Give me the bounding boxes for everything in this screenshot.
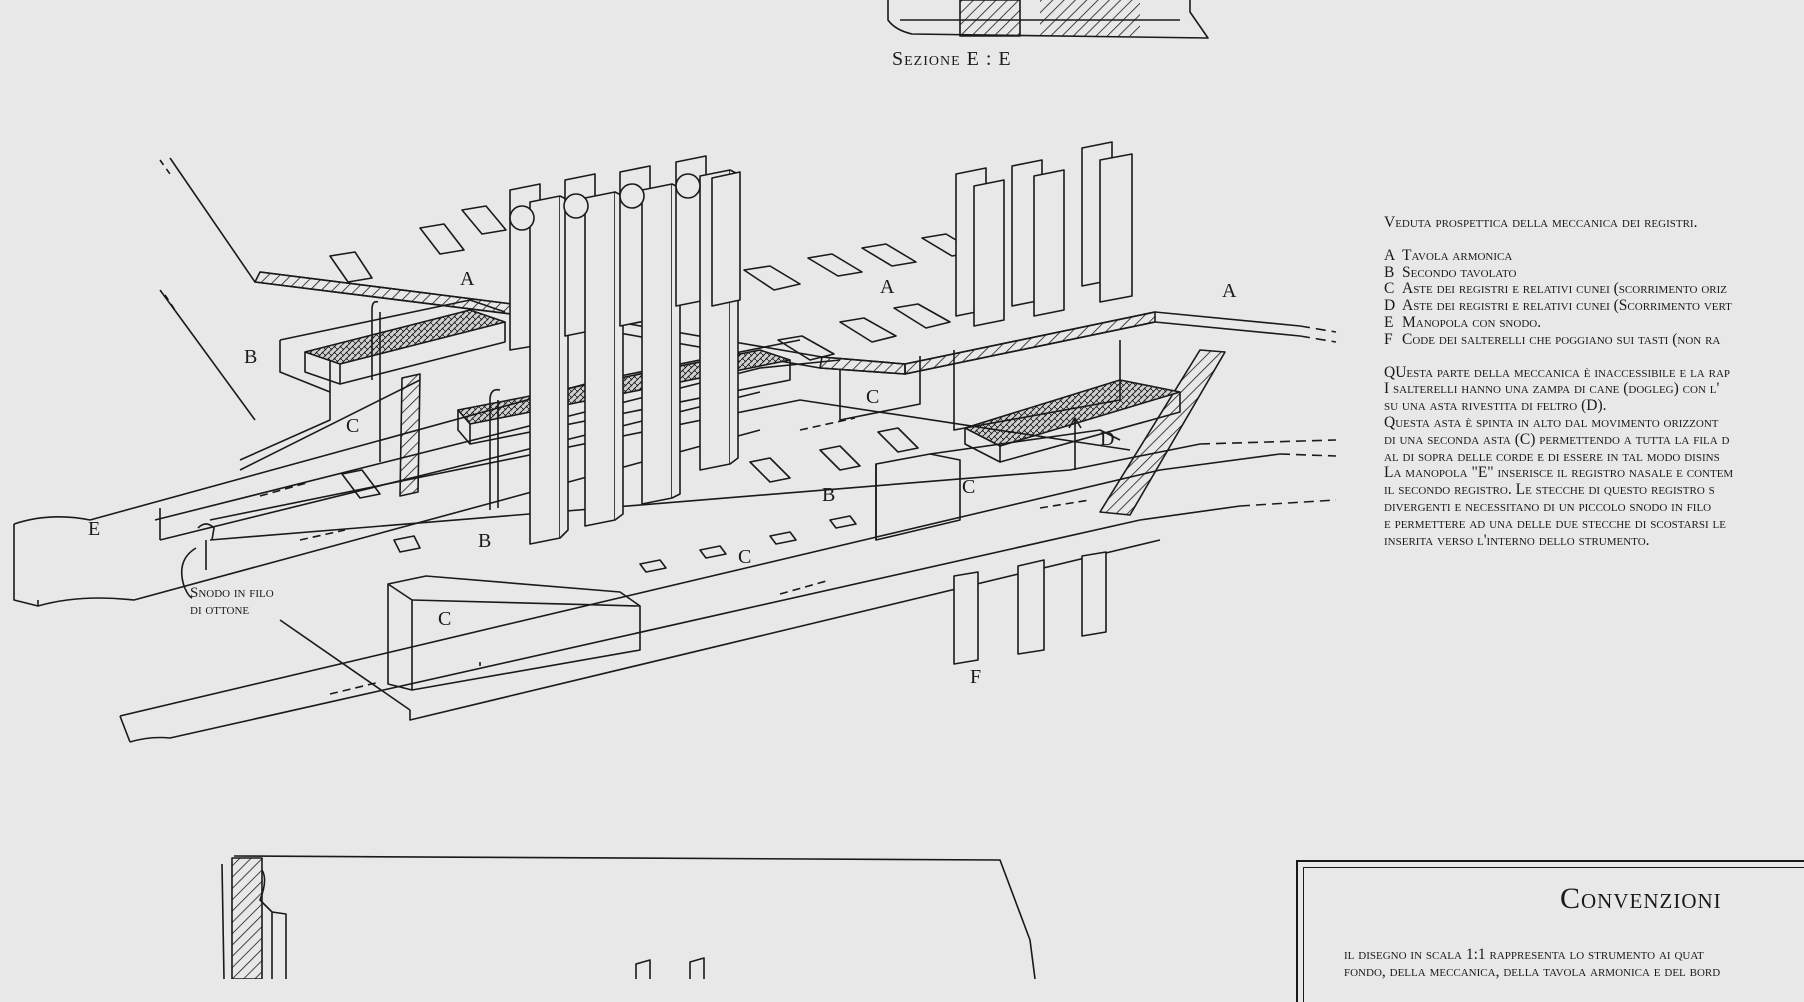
conventions-text: il disegno in scala 1:1 rappresenta lo s… (1344, 946, 1720, 980)
legend-line: e permettere ad una delle due stecche di… (1384, 514, 1726, 532)
section-caption: Sezione E : E (892, 48, 1012, 70)
label-c-5: C (438, 608, 452, 630)
label-snodo: Snodo in filo di ottone (190, 585, 274, 619)
label-d: D (1100, 428, 1115, 450)
conventions-line: fondo, della meccanica, della tavola arm… (1344, 963, 1721, 980)
label-a-1: A (460, 268, 475, 290)
label-e: E (88, 518, 101, 540)
legend-line: di una seconda asta (C) permettendo a tu… (1384, 430, 1730, 448)
label-b-3: B (822, 484, 836, 506)
jacks-group-1 (509, 155, 741, 545)
register-sticks (13, 339, 1337, 743)
label-a-2: A (880, 276, 895, 298)
felt-rail-right (964, 379, 1181, 470)
legend-line: il secondo registro. Le stecche di quest… (1384, 481, 1715, 499)
label-f: F (970, 666, 982, 688)
bottom-section-drawing (221, 855, 1036, 979)
felt-rail-left (239, 299, 506, 462)
legend-line: su una asta rivestita di feltro (D). (1384, 397, 1607, 415)
mechanism-drawing (13, 0, 1337, 979)
label-c-1: C (346, 415, 360, 437)
conventions-inner-border (1303, 867, 1804, 1002)
legend-line: inserita verso l'interno dello strumento… (1384, 531, 1650, 549)
legend-paragraph: QUesta parte della meccanica è inaccessi… (1384, 363, 1804, 550)
conventions-title: Convenzioni (1560, 882, 1722, 915)
legend-block: Veduta prospettica della meccanica dei r… (1384, 215, 1804, 549)
conventions-box: Convenzioni il disegno in scala 1:1 rapp… (1296, 860, 1804, 1002)
legend-line: QUesta parte della meccanica è inaccessi… (1384, 363, 1731, 381)
legend-line: al di sopra delle corde e di essere in t… (1384, 447, 1720, 465)
label-snodo-line1: Snodo in filo (190, 585, 274, 601)
legend-title: Veduta prospettica della meccanica dei r… (1384, 215, 1698, 231)
right-wall (1099, 349, 1226, 516)
legend-line: divergenti e necessitano di un piccolo s… (1384, 497, 1712, 515)
label-b-1: B (244, 346, 258, 368)
legend-line: La manopola "E" inserisce il registro na… (1384, 464, 1734, 482)
label-a-3: A (1222, 280, 1237, 302)
section-ee-drawing (887, 0, 1209, 39)
label-c-4: C (738, 546, 752, 568)
legend-line: Questa asta è spinta in alto dal movimen… (1384, 413, 1719, 431)
label-b-2: B (478, 530, 492, 552)
legend-line: I salterelli hanno una zampa di cane (do… (1384, 380, 1720, 398)
label-snodo-line2: di ottone (190, 602, 250, 618)
jacks-group-2 (953, 141, 1133, 665)
label-c-3: C (962, 476, 976, 498)
label-c-2: C (866, 386, 880, 408)
conventions-line: il disegno in scala 1:1 rappresenta lo s… (1344, 946, 1704, 963)
